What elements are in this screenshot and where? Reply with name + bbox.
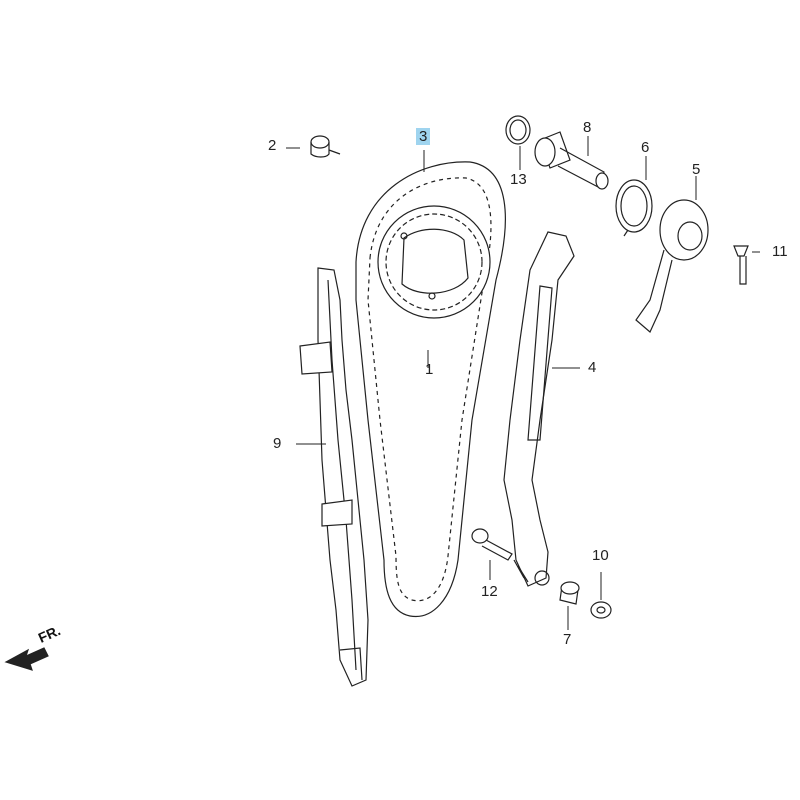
leader-lines [286,136,760,630]
callout-6[interactable]: 6 [641,139,650,156]
callout-1[interactable]: 1 [425,361,434,378]
part-8-pivot-bolt[interactable] [535,132,608,189]
callout-5[interactable]: 5 [692,161,701,178]
part-1-cam-sprocket[interactable] [378,206,490,318]
callout-8[interactable]: 8 [583,119,592,136]
front-direction-arrow [6,648,48,670]
callout-10[interactable]: 10 [592,547,609,564]
part-3-cam-chain[interactable] [356,162,505,617]
part-4-tensioner-slipper[interactable] [504,232,574,586]
part-9-cam-chain-guide[interactable] [300,268,368,686]
callout-2[interactable]: 2 [268,137,277,154]
part-5-tensioner-lifter[interactable] [636,200,708,332]
callout-3-highlighted[interactable]: 3 [416,128,431,145]
part-11-bolt[interactable] [734,246,748,284]
part-7-collar[interactable] [560,582,579,604]
part-13-o-ring[interactable] [506,116,530,144]
part-6-spring[interactable] [616,180,652,236]
callout-12[interactable]: 12 [481,583,498,600]
part-12-bolt[interactable] [472,529,512,560]
callout-4[interactable]: 4 [588,359,597,376]
part-2-bolt[interactable] [311,136,340,157]
callout-13[interactable]: 13 [510,171,527,188]
callout-7[interactable]: 7 [563,631,572,648]
callout-11[interactable]: 11 [772,243,788,260]
callout-9[interactable]: 9 [273,435,282,452]
part-10-nut[interactable] [591,602,611,618]
